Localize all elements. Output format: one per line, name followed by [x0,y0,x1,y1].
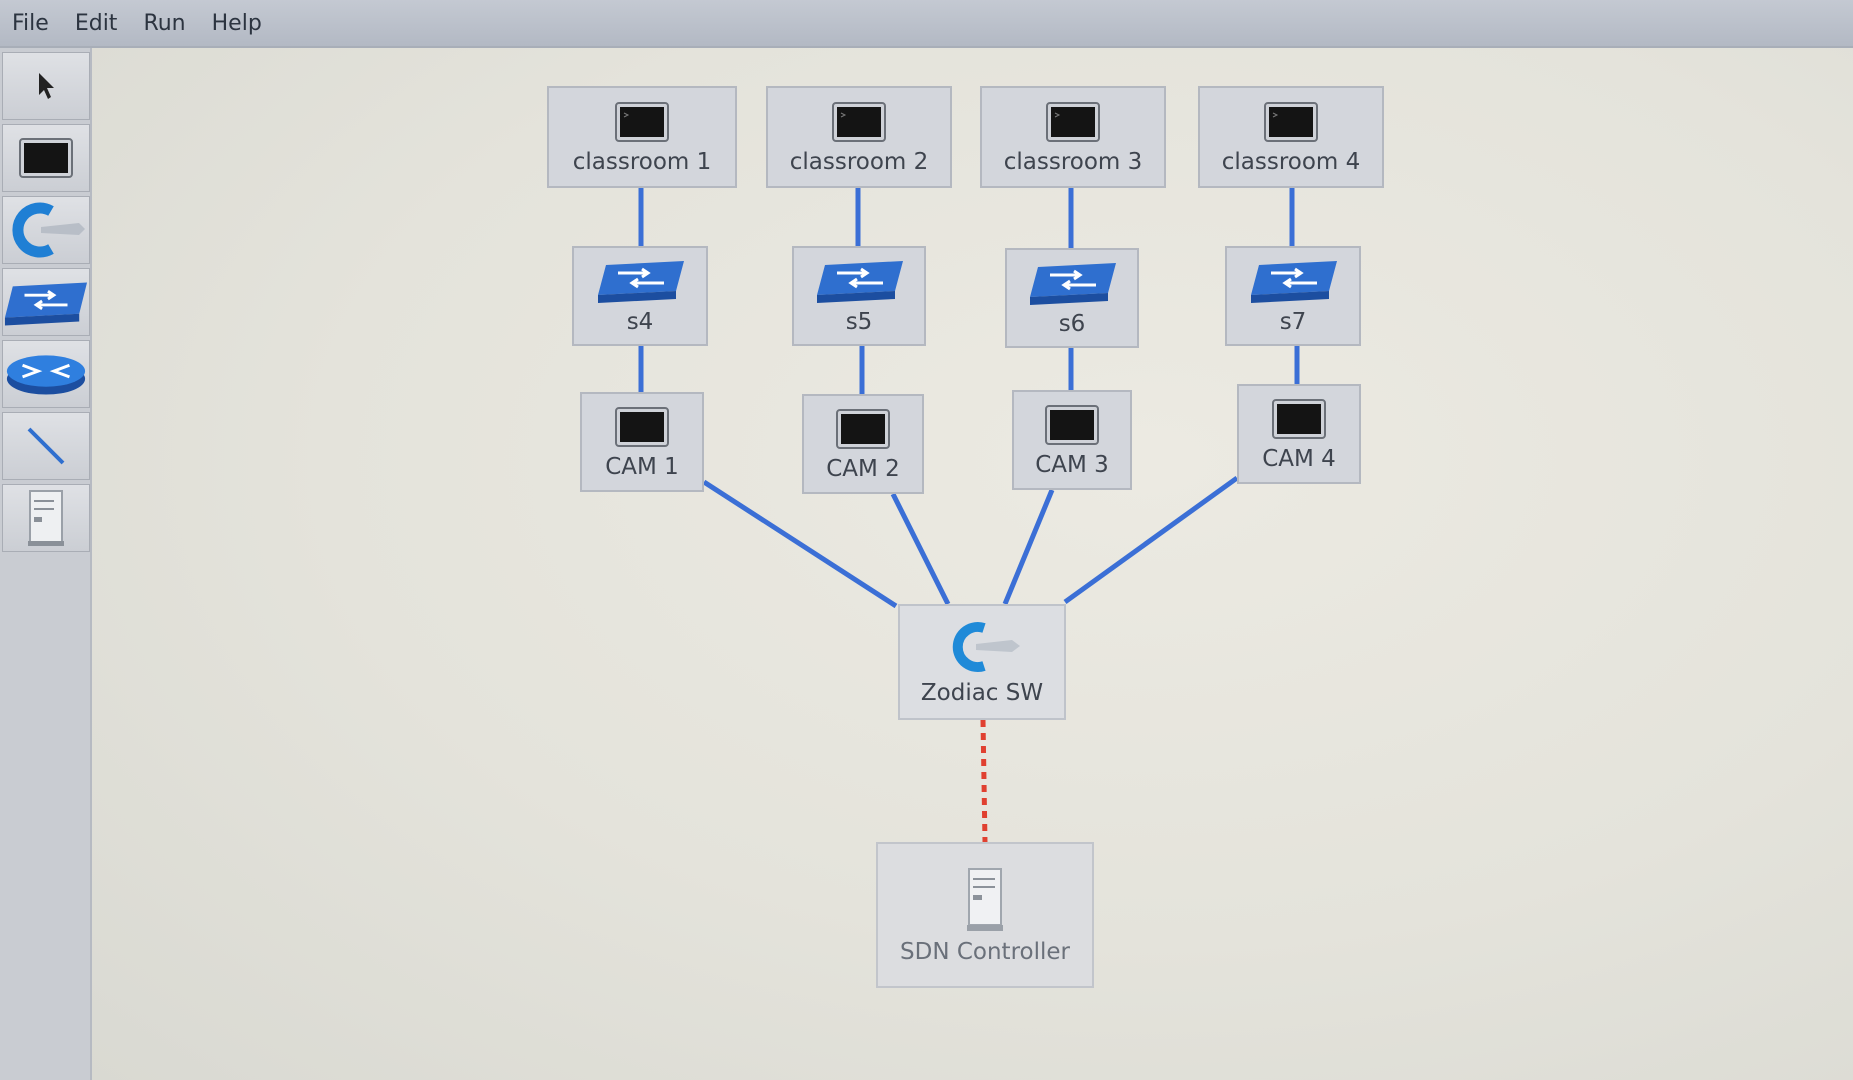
pointer-arrow-icon [39,73,54,99]
server-tool[interactable] [2,484,90,552]
node-cam1[interactable]: CAM 1 [580,392,704,492]
node-s5[interactable]: s5 [792,246,926,346]
link-cam3-zodiac [1002,489,1055,605]
switch-icon [817,261,903,303]
server-icon [967,868,1003,931]
node-cam3[interactable]: CAM 3 [1012,390,1132,490]
control-link-zodiac-sdn [980,719,988,843]
link-cam4-zodiac [1063,475,1239,605]
node-classroom2[interactable]: classroom 2 [766,86,952,188]
node-label: SDN Controller [900,939,1070,965]
node-label: CAM 2 [826,456,900,482]
node-label: Zodiac SW [920,680,1044,706]
host-terminal-icon [1045,405,1099,445]
host-terminal-icon [615,407,669,447]
controller-tool[interactable] [2,196,90,264]
node-label: CAM 1 [605,454,679,480]
host-terminal-icon [832,102,886,142]
host-tool[interactable] [2,124,90,192]
host-terminal-icon [1272,399,1326,439]
menu-help[interactable]: Help [211,10,262,36]
node-sdn-controller[interactable]: SDN Controller [876,842,1094,988]
node-cam4[interactable]: CAM 4 [1237,384,1361,484]
node-s6[interactable]: s6 [1005,248,1139,348]
node-classroom4[interactable]: classroom 4 [1198,86,1384,188]
link-tool[interactable] [2,412,90,480]
node-classroom3[interactable]: classroom 3 [980,86,1166,188]
router-tool[interactable] [2,340,90,408]
link-cam2-zodiac [890,492,951,606]
node-zodiac-sw[interactable]: Zodiac SW [898,604,1066,720]
node-label: classroom 1 [572,149,712,175]
node-label: classroom 4 [1221,149,1361,175]
node-label: s7 [1279,309,1307,335]
switch-icon [4,282,88,326]
node-label: CAM 3 [1035,452,1109,478]
switch-icon [1030,263,1116,305]
node-classroom1[interactable]: classroom 1 [547,86,737,188]
menu-bar: File Edit Run Help [0,0,1853,48]
menu-edit[interactable]: Edit [74,10,118,36]
host-terminal-icon [615,102,669,142]
node-label: s6 [1058,311,1086,337]
switch-tool[interactable] [2,268,90,336]
node-cam2[interactable]: CAM 2 [802,394,924,494]
menu-run[interactable]: Run [143,10,186,36]
server-icon [28,490,64,546]
node-s4[interactable]: s4 [572,246,708,346]
node-label: classroom 3 [1003,149,1143,175]
host-terminal-icon [836,409,890,449]
node-label: s4 [626,309,654,335]
controller-icon [12,202,85,258]
node-label: classroom 2 [789,149,929,175]
controller-icon [952,622,1020,672]
link-cam1-zodiac [702,479,898,609]
router-icon [6,355,86,395]
menu-file[interactable]: File [12,10,49,36]
node-s7[interactable]: s7 [1225,246,1361,346]
tool-palette [0,48,92,1080]
node-label: CAM 4 [1262,446,1336,472]
switch-icon [1251,261,1337,303]
select-tool[interactable] [2,52,90,120]
node-label: s5 [845,309,873,335]
host-terminal-icon [1046,102,1100,142]
host-terminal-icon [19,138,73,178]
host-terminal-icon [1264,102,1318,142]
link-line-icon [27,427,65,465]
switch-icon [598,261,684,303]
